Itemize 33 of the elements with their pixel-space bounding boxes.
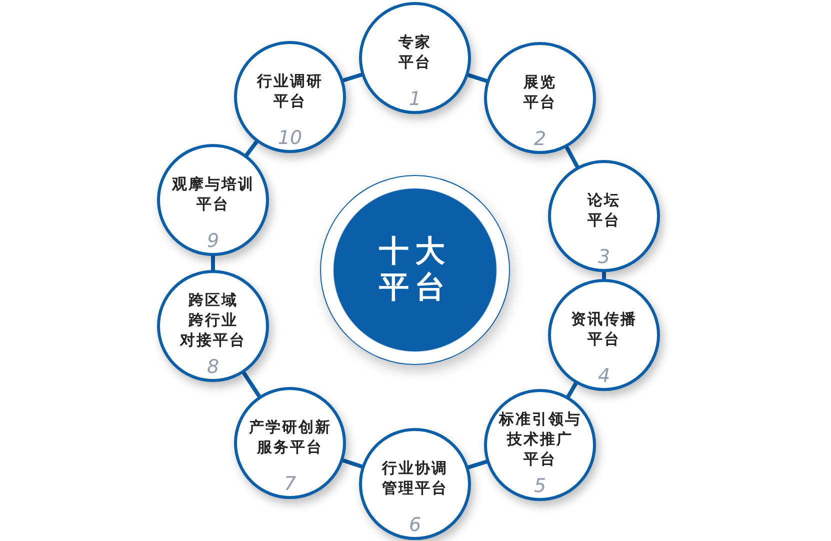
connector-line: [466, 459, 488, 470]
background-number: 7: [284, 474, 296, 494]
platform-name: 展览平台: [524, 72, 556, 112]
background-number: 8: [206, 357, 220, 377]
connector-line: [566, 382, 578, 398]
connector-line: [342, 458, 364, 469]
platform-name: 行业调研平台: [257, 71, 323, 111]
background-number: 6: [408, 515, 422, 535]
connector-line: [466, 72, 488, 84]
platform-name: 资讯传播平台: [571, 309, 637, 349]
platform-circle: [484, 389, 596, 501]
background-number: 2: [534, 129, 546, 149]
platform-name: 行业协调管理平台: [382, 458, 448, 498]
connector-line: [342, 72, 364, 83]
platform-name: 标准引领与技术推广平台: [498, 409, 582, 469]
background-number: 10: [278, 128, 302, 148]
background-number: 3: [598, 247, 610, 267]
platform-circle: [548, 160, 660, 272]
connector-line: [211, 255, 215, 271]
platform-name: 论坛平台: [588, 190, 620, 230]
platform-name: 产学研创新服务平台: [248, 417, 332, 457]
connector-line: [244, 140, 259, 158]
platform-circle: [157, 144, 269, 256]
platform-name: 专家平台: [398, 32, 432, 72]
background-number: 9: [206, 231, 220, 251]
platform-name: 观摩与培训平台: [172, 174, 254, 214]
background-number: 1: [408, 89, 422, 109]
platform-circle: [234, 387, 346, 499]
hub-title: 十大平台: [379, 234, 451, 306]
platform-name: 跨区域跨行业对接平台: [180, 290, 246, 350]
background-number: 5: [534, 476, 546, 496]
connector-line: [564, 145, 580, 169]
background-number: 4: [598, 366, 610, 386]
